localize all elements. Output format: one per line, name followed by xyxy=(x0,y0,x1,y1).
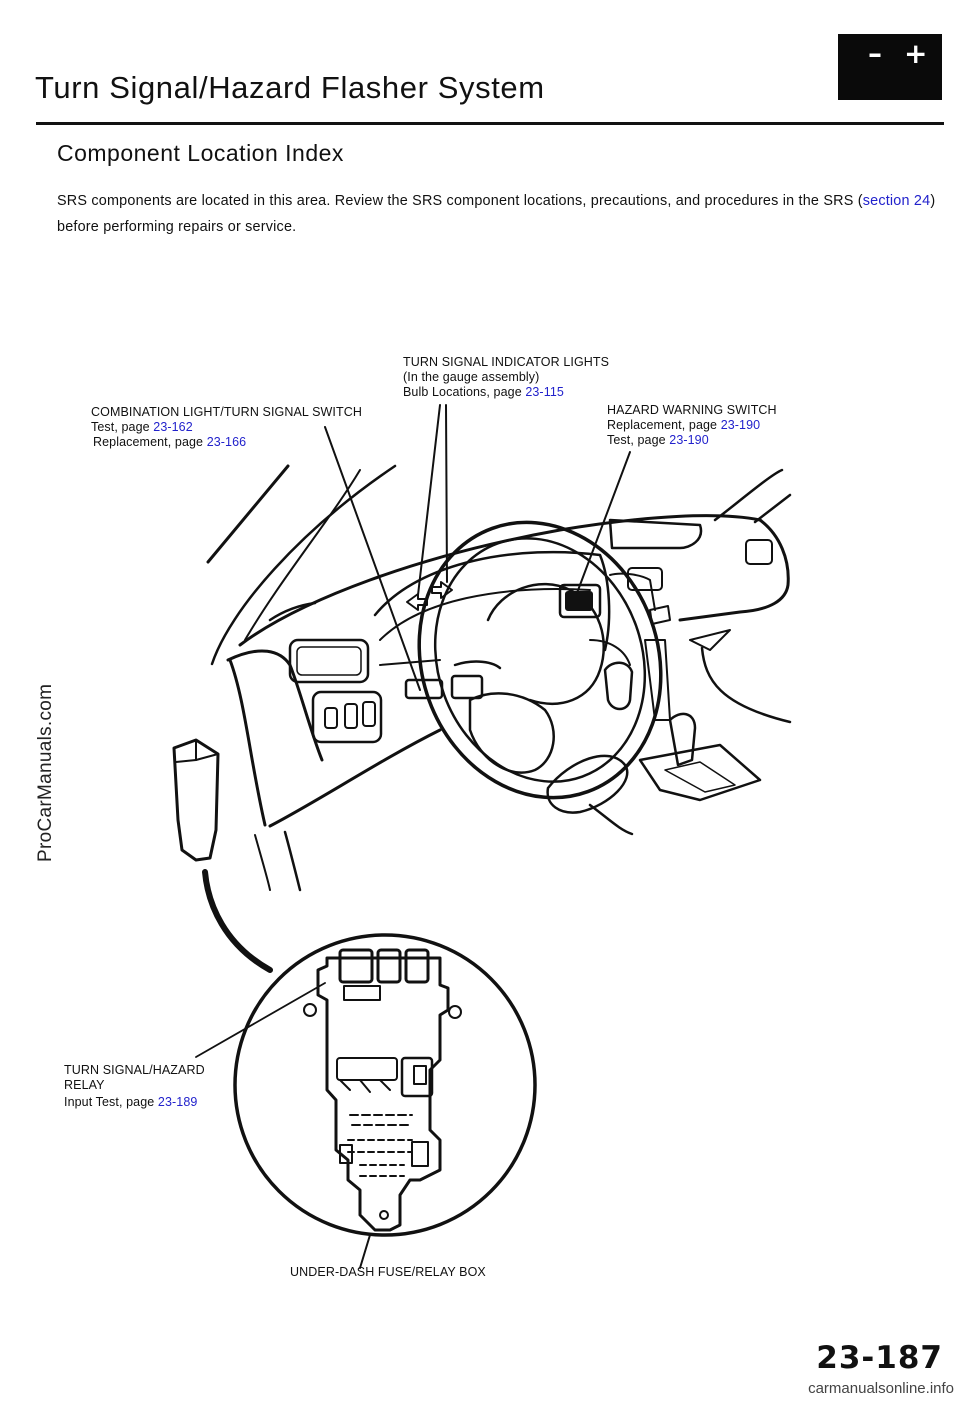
footer-watermark: carmanualsonline.info xyxy=(808,1380,954,1397)
hazard-switch-name: HAZARD WARNING SWITCH xyxy=(607,403,777,417)
hazard-switch-test-line: Test, page 23-190 xyxy=(607,433,777,448)
fuse-box-label: UNDER-DASH FUSE/RELAY BOX xyxy=(290,1265,486,1279)
srs-note-text-end: ) before performing repairs or service. xyxy=(57,193,936,235)
section-title: Component Location Index xyxy=(57,140,344,166)
relay-test-line: Input Test, page 23-189 xyxy=(64,1095,205,1110)
relay-name: TURN SIGNAL/HAZARD xyxy=(64,1063,205,1077)
title-divider xyxy=(36,122,944,125)
combination-switch-replacement-link[interactable]: 23-166 xyxy=(206,435,247,449)
combination-switch-replacement-line: Replacement, page 23-166 xyxy=(91,435,362,450)
hazard-switch-replacement-link[interactable]: 23-190 xyxy=(720,418,761,432)
srs-section-link[interactable]: section 24 xyxy=(862,193,931,209)
combination-switch-test-line: Test, page 23-162 xyxy=(91,420,362,435)
srs-note: SRS components are located in this area.… xyxy=(57,188,942,240)
relay-label: TURN SIGNAL/HAZARD RELAY Input Test, pag… xyxy=(64,1063,205,1110)
combination-switch-label: COMBINATION LIGHT/TURN SIGNAL SWITCH Tes… xyxy=(91,405,362,450)
hazard-switch-test-link[interactable]: 23-190 xyxy=(669,433,709,447)
relay-test-link[interactable]: 23-189 xyxy=(157,1095,198,1109)
hazard-switch-test-text: Test, page xyxy=(607,433,670,447)
indicator-lights-bulb-line: Bulb Locations, page 23-115 xyxy=(403,385,609,400)
indicator-lights-bulb-link[interactable]: 23-115 xyxy=(525,385,564,399)
page-number: 23-187 xyxy=(816,1340,943,1376)
srs-note-text: SRS components are located in this area.… xyxy=(57,193,863,209)
hazard-switch-replacement-text: Replacement, page xyxy=(607,418,721,432)
indicator-lights-label: TURN SIGNAL INDICATOR LIGHTS (In the gau… xyxy=(403,355,609,400)
combination-switch-test-text: Test, page xyxy=(91,420,154,434)
side-watermark: ProCarManuals.com xyxy=(35,683,56,862)
hazard-switch-replacement-line: Replacement, page 23-190 xyxy=(607,418,777,433)
indicator-lights-sub: (In the gauge assembly) xyxy=(403,370,540,384)
relay-name-2: RELAY xyxy=(64,1078,105,1092)
combination-switch-test-link[interactable]: 23-162 xyxy=(153,420,193,434)
combination-switch-name: COMBINATION LIGHT/TURN SIGNAL SWITCH xyxy=(91,405,362,419)
page-title: Turn Signal/Hazard Flasher System xyxy=(35,70,545,105)
relay-test-text: Input Test, page xyxy=(64,1095,158,1109)
hazard-switch-label: HAZARD WARNING SWITCH Replacement, page … xyxy=(607,403,777,448)
combination-switch-replacement-text: Replacement, page xyxy=(93,435,207,449)
indicator-lights-bulb-text: Bulb Locations, page xyxy=(403,385,526,399)
battery-minus-plus-icon: – + xyxy=(838,34,942,100)
indicator-lights-name: TURN SIGNAL INDICATOR LIGHTS xyxy=(403,355,610,369)
